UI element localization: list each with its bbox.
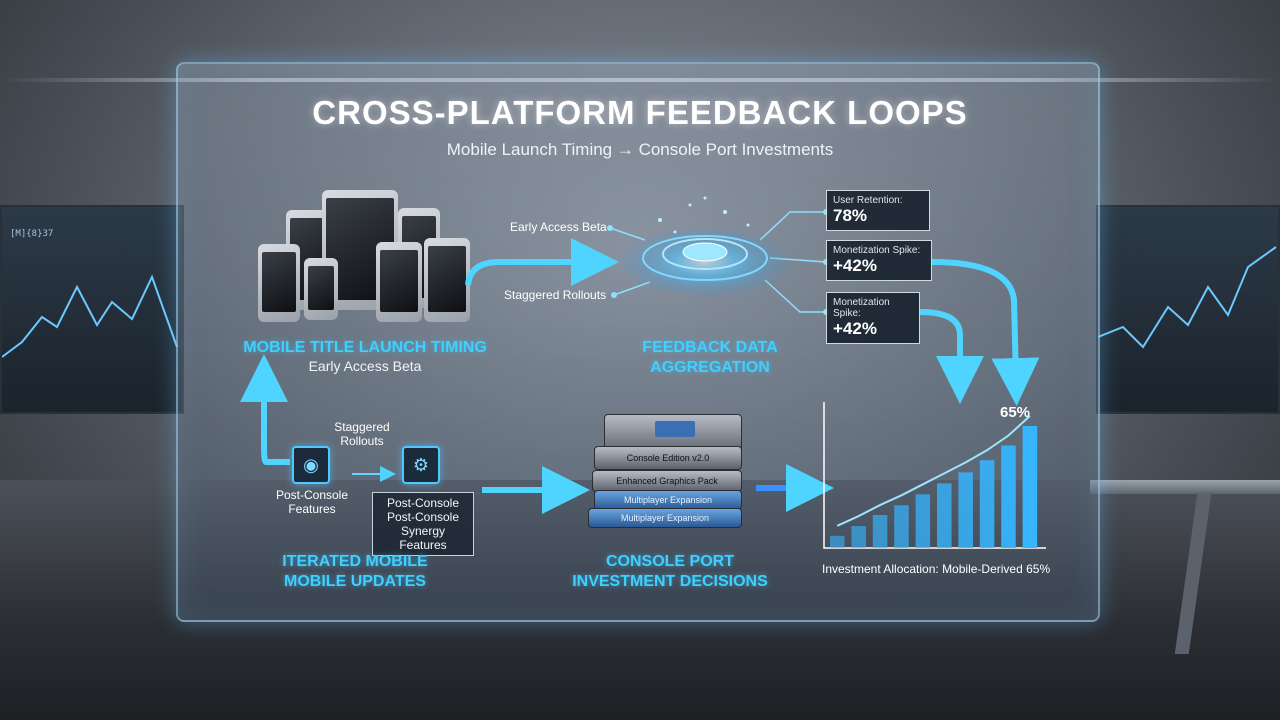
chart-top-label: 65% xyxy=(1000,404,1031,421)
wall-monitor-right xyxy=(1096,205,1280,414)
controller-settings-icon: ⚙ xyxy=(402,446,440,484)
post-console-line2: Features xyxy=(288,502,336,516)
ceiling-light xyxy=(0,78,1280,82)
hub-label-line1: FEEDBACK DATA xyxy=(642,339,778,356)
stat-monetization-2: Monetization Spike: +42% xyxy=(826,292,920,344)
drive-chip xyxy=(655,421,695,437)
stat-value: +42% xyxy=(833,256,877,275)
hub-label-line2: AGGREGATION xyxy=(650,359,770,376)
wall-monitor-left: [M]{8}37 xyxy=(0,205,184,414)
drive-layer: Multiplayer Expansion xyxy=(588,508,742,528)
mobile-launch-sublabel: Early Access Beta xyxy=(308,358,422,374)
staggered-rollouts-note: Staggered Rollouts xyxy=(332,420,392,448)
gamepad-avatar-icon: ◉ xyxy=(292,446,330,484)
chart-bar xyxy=(894,505,909,548)
arrow-stat-down-1 xyxy=(931,259,1040,406)
post-console-line1: Post-Console xyxy=(275,488,349,502)
iterated-label: ITERATED MOBILE MOBILE UPDATES xyxy=(250,552,460,592)
chart-bar xyxy=(979,460,995,548)
page-subtitle: Mobile Launch Timing → Console Port Inve… xyxy=(446,140,834,159)
chart-bar xyxy=(1022,426,1038,548)
arrow-up-loop xyxy=(240,354,290,465)
stat-label: User Retention: xyxy=(833,195,903,206)
hub-input-staggered: Staggered Rollouts xyxy=(504,288,607,302)
mobile-launch-label: MOBILE TITLE LAUNCH TIMING xyxy=(243,339,487,356)
phone-device xyxy=(424,238,470,322)
synergy-features-box: Post-Console Post-Console Synergy Featur… xyxy=(372,492,474,556)
feature-line3: Synergy Features xyxy=(399,524,447,552)
phone-device xyxy=(376,242,422,322)
chart-trend-line xyxy=(836,415,1031,527)
stat-value: +42% xyxy=(833,319,877,338)
console-label-line2: INVESTMENT DECISIONS xyxy=(572,573,768,590)
chart-bar xyxy=(915,494,931,548)
staggered-line2: Rollouts xyxy=(340,434,384,448)
feature-line1: Post-Console xyxy=(386,496,460,510)
chart-bar xyxy=(937,483,952,548)
wall-monitor-text: [M]{8}37 xyxy=(10,229,54,239)
console-label-line1: CONSOLE PORT xyxy=(605,553,734,570)
page-title: CROSS-PLATFORM FEEDBACK LOOPS xyxy=(312,94,968,131)
chart-bar xyxy=(851,526,866,548)
iterated-label-line2: MOBILE UPDATES xyxy=(284,573,426,590)
drive-layer: Console Edition v2.0 xyxy=(594,446,742,470)
feature-line2: Post-Console xyxy=(386,510,460,524)
hub-label: FEEDBACK DATA AGGREGATION xyxy=(620,338,800,378)
table xyxy=(1090,480,1280,494)
phone-device xyxy=(258,244,300,322)
chart-bar xyxy=(872,515,888,548)
stat-retention: User Retention: 78% xyxy=(826,190,930,231)
console-label: CONSOLE PORT INVESTMENT DECISIONS xyxy=(560,552,780,592)
staggered-line1: Staggered xyxy=(334,420,390,434)
stat-label: Monetization Spike: xyxy=(833,297,890,319)
post-console-features-note: Post-Console Features xyxy=(262,488,362,516)
arrow-stat-down-2 xyxy=(919,309,984,404)
hub-input-early: Early Access Beta xyxy=(510,220,607,234)
chart-caption: Investment Allocation: Mobile-Derived 65… xyxy=(822,562,1051,576)
chart-bar xyxy=(830,535,845,548)
stat-monetization-1: Monetization Spike: +42% xyxy=(826,240,932,281)
chart-bar xyxy=(1001,445,1016,548)
stat-label: Monetization Spike: xyxy=(833,245,921,256)
chart-bar xyxy=(958,472,973,548)
iterated-label-line1: ITERATED MOBILE xyxy=(282,553,428,570)
stat-value: 78% xyxy=(833,206,868,225)
phone-device xyxy=(304,258,338,320)
data-hub-icon xyxy=(617,196,793,298)
arrow-to-hub xyxy=(465,238,619,286)
